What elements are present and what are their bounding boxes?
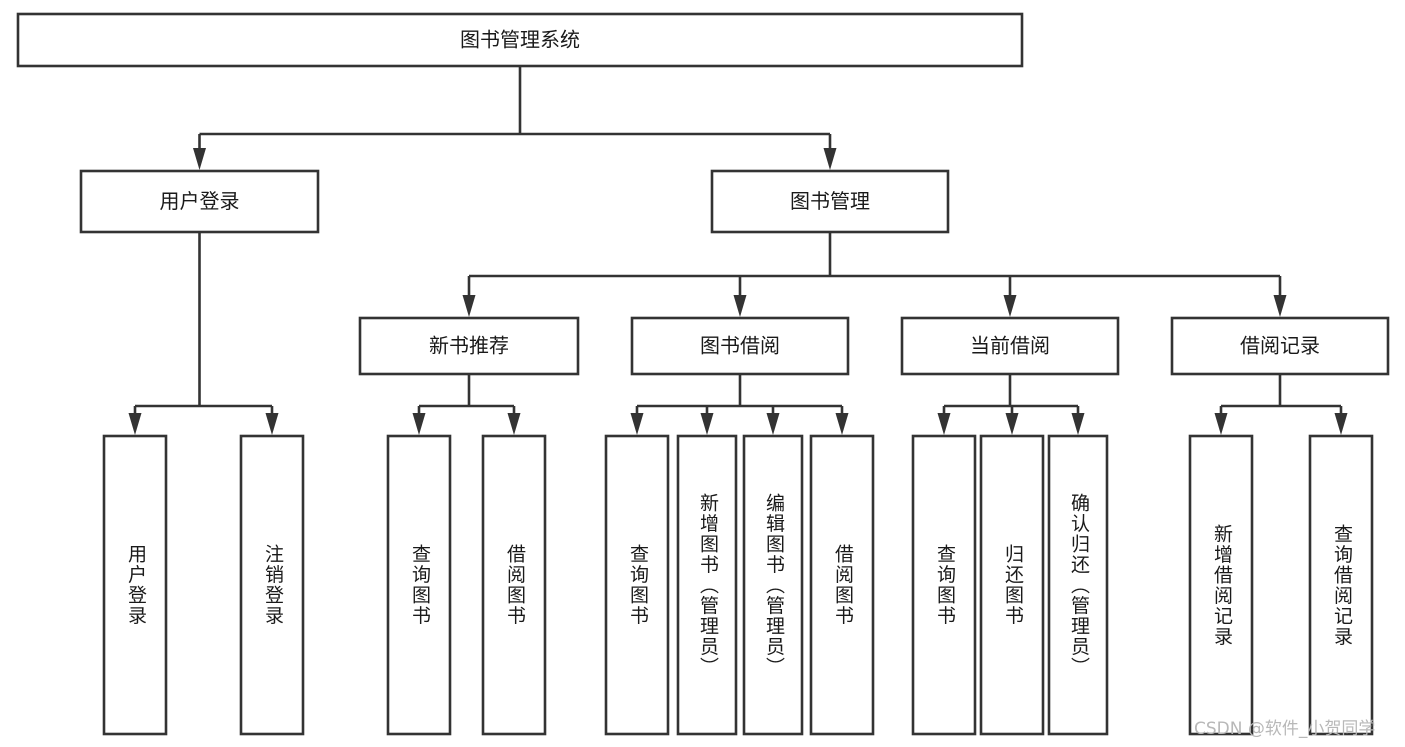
node-box-current-return-book[interactable] bbox=[979, 434, 1045, 736]
node-box-current-query-book[interactable] bbox=[911, 434, 977, 736]
connector-root-to-level1 bbox=[193, 66, 837, 170]
edges-layer bbox=[128, 66, 1348, 435]
node-box-borrow-edit-book[interactable] bbox=[742, 434, 804, 736]
node-box-borrow-query-book[interactable] bbox=[604, 434, 670, 736]
node-box-borrow-add-book[interactable] bbox=[676, 434, 738, 736]
node-label-book-borrow: 图书借阅 bbox=[700, 334, 780, 358]
node-box-root[interactable] bbox=[16, 12, 1024, 68]
node-box-record-query[interactable] bbox=[1308, 434, 1374, 736]
node-box-user-login[interactable] bbox=[79, 169, 320, 234]
node-box-current-borrow[interactable] bbox=[900, 316, 1120, 376]
node-box-recommend-query-book[interactable] bbox=[386, 434, 452, 736]
node-box-current-confirm-return[interactable] bbox=[1047, 434, 1109, 736]
nodes-layer bbox=[16, 12, 1390, 736]
connector-currentborrow-to-leaves bbox=[937, 374, 1085, 435]
node-label-new-book-recommend: 新书推荐 bbox=[429, 334, 509, 358]
node-box-record-add[interactable] bbox=[1188, 434, 1254, 736]
node-box-book-borrow[interactable] bbox=[630, 316, 850, 376]
connector-bookborrow-to-leaves bbox=[630, 374, 849, 435]
node-label-root: 图书管理系统 bbox=[460, 28, 580, 52]
node-label-current-borrow: 当前借阅 bbox=[970, 334, 1050, 358]
node-box-user-logout[interactable] bbox=[239, 434, 305, 736]
node-label-user-login: 用户登录 bbox=[160, 189, 240, 213]
node-box-recommend-borrow-book[interactable] bbox=[481, 434, 547, 736]
csdn-watermark: CSDN @软件_小贺同学 bbox=[1194, 719, 1376, 739]
node-label-borrow-record: 借阅记录 bbox=[1240, 334, 1320, 358]
node-box-book-management[interactable] bbox=[710, 169, 950, 234]
connector-recommend-to-leaves bbox=[412, 374, 521, 435]
connector-bookmgmt-to-level2 bbox=[462, 232, 1287, 317]
node-label-book-management: 图书管理 bbox=[790, 189, 870, 213]
node-box-borrow-record[interactable] bbox=[1170, 316, 1390, 376]
connector-record-to-leaves bbox=[1214, 374, 1348, 435]
connector-userlogin-to-leaves bbox=[128, 232, 279, 435]
node-box-borrow-borrow-book[interactable] bbox=[809, 434, 875, 736]
node-box-new-book-recommend[interactable] bbox=[358, 316, 580, 376]
node-box-user-login-do[interactable] bbox=[102, 434, 168, 736]
